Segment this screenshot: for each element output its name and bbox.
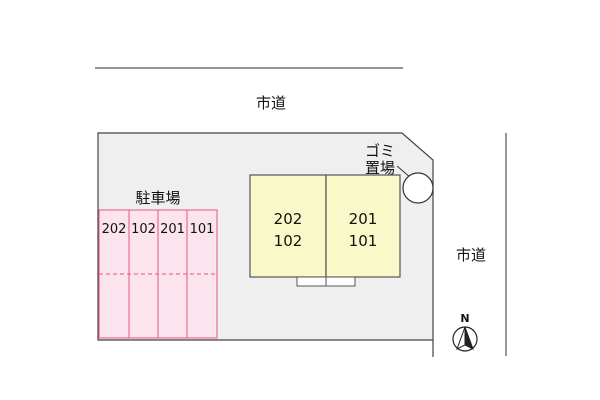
garbage-label-line2: 置場 xyxy=(365,159,395,177)
right-road-label: 市道 xyxy=(456,246,486,264)
parking-label: 駐車場 xyxy=(135,189,180,207)
unit-number: 101 xyxy=(349,232,378,250)
unit-number: 102 xyxy=(274,232,303,250)
building-unit-right xyxy=(325,174,401,278)
top-road-label: 市道 xyxy=(256,94,286,112)
parking-area: 202 102 201 101 xyxy=(98,209,218,339)
building-step-right xyxy=(325,276,356,287)
unit-number: 202 xyxy=(274,210,303,228)
garbage-label-line1: ゴミ xyxy=(365,142,395,160)
building-unit-left xyxy=(249,174,327,278)
compass-label: N xyxy=(460,312,469,325)
garbage-bin-icon xyxy=(402,172,434,204)
compass-needle-right xyxy=(464,326,474,351)
parking-space-number: 202 xyxy=(102,222,127,237)
parking-space-number: 201 xyxy=(160,222,185,237)
unit-number: 201 xyxy=(349,210,378,228)
building-step-left xyxy=(296,276,327,287)
garbage-area: ゴミ 置場 xyxy=(365,142,434,204)
building: 202 102 201 101 xyxy=(249,174,401,287)
parking-space-number: 102 xyxy=(131,222,156,237)
parking-space-number: 101 xyxy=(190,222,215,237)
north-arrow-icon: N xyxy=(452,312,478,352)
